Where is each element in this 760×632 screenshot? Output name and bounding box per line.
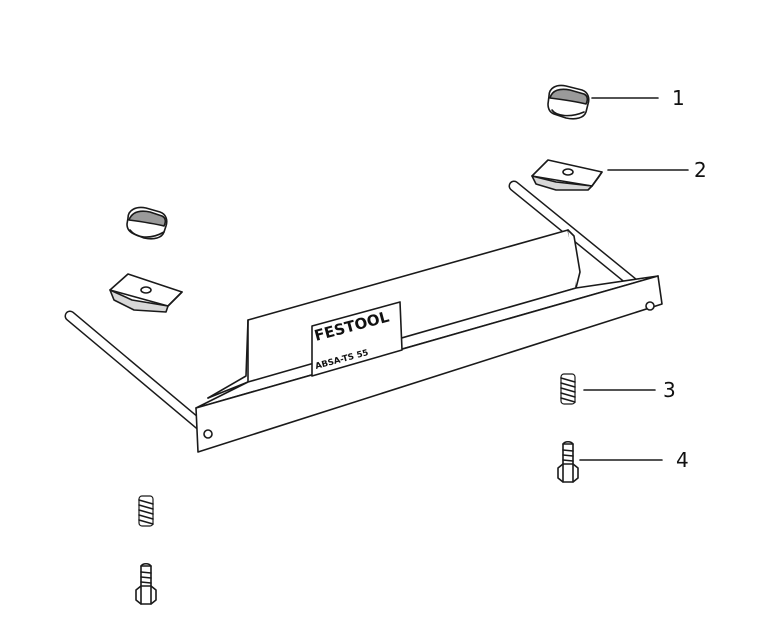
mounting-hole-left xyxy=(203,429,213,439)
callout-number-1: 1 xyxy=(672,86,685,110)
spring-1 xyxy=(560,373,576,405)
guide-rod-left xyxy=(64,310,206,431)
clamp-plate-1 xyxy=(531,159,603,191)
knob-2 xyxy=(126,206,168,240)
callout-number-2: 2 xyxy=(694,158,707,182)
callout-leaders xyxy=(579,97,689,461)
spring-2 xyxy=(138,495,154,527)
mounting-hole-right xyxy=(645,301,655,311)
callout-number-4: 4 xyxy=(676,448,689,472)
hex-bolt-2 xyxy=(135,562,157,605)
callout-number-3: 3 xyxy=(663,378,676,402)
angle-bracket-body xyxy=(195,229,663,453)
hex-bolt-1 xyxy=(557,440,579,483)
knob-1 xyxy=(547,84,590,120)
clamp-plate-2 xyxy=(109,273,183,313)
